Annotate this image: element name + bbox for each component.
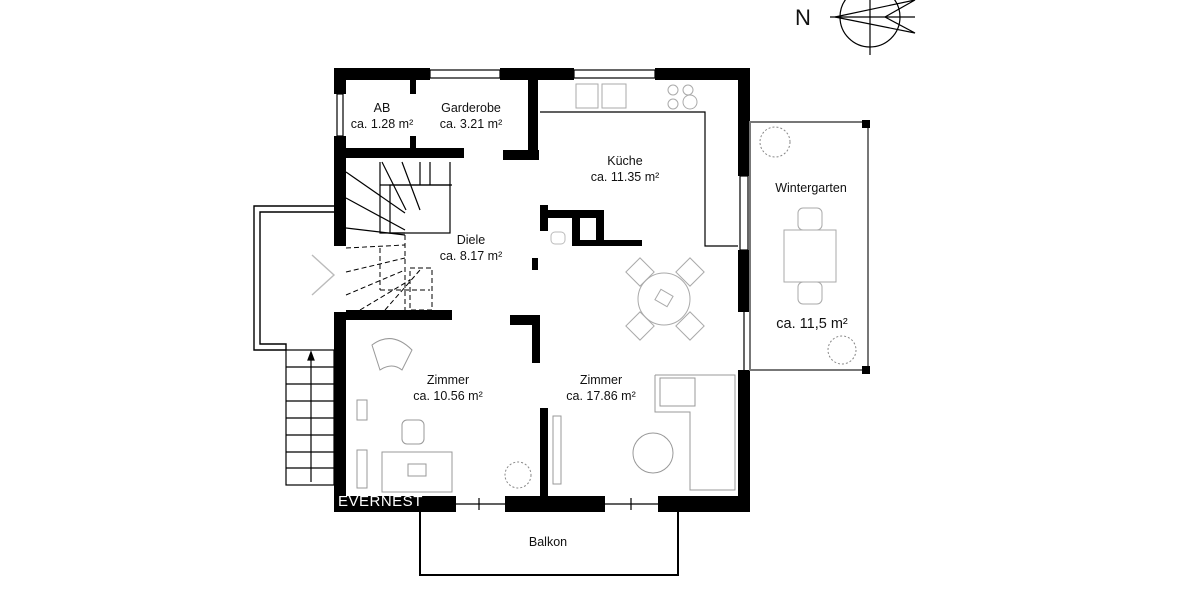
room-name: Zimmer [426, 373, 470, 387]
zimmer1-furniture [356, 338, 453, 493]
staircase [345, 161, 452, 236]
windows [336, 69, 749, 510]
room-name: AB [373, 101, 391, 115]
room-area: ca. 10.56 m² [413, 389, 483, 403]
compass-label: N [795, 5, 811, 30]
room-name: Diele [456, 233, 486, 247]
room-area: ca. 1.28 m² [350, 117, 414, 131]
wintergarten-frame-corners [862, 120, 870, 374]
wintergarten-frame [749, 121, 869, 371]
room-label-ab: AB ca. 1.28 m² [351, 100, 414, 132]
wintergarten-table [783, 207, 837, 305]
room-name: Balkon [528, 535, 568, 549]
north-arrow-icon [830, 0, 916, 55]
room-name: Küche [607, 154, 643, 168]
exterior-walls [334, 68, 750, 512]
kitchen-counter [540, 111, 738, 247]
plants [504, 126, 857, 489]
toilet [550, 231, 566, 245]
room-label-garderobe: Garderobe ca. 3.21 m² [440, 100, 503, 132]
room-label-balkon: Balkon [529, 534, 567, 550]
interior-walls [346, 80, 642, 496]
balcony-outline [419, 512, 679, 576]
sofa [552, 374, 736, 491]
room-name: Zimmer [579, 373, 623, 387]
kitchen-appliances [575, 83, 698, 110]
room-area: ca. 3.21 m² [439, 117, 503, 131]
room-area: ca. 11.35 m² [590, 170, 660, 184]
room-label-wintergarten: Wintergarten [775, 180, 847, 196]
entrance-landing [253, 205, 336, 351]
room-name: Garderobe [441, 101, 501, 115]
room-name: Wintergarten [775, 181, 847, 195]
room-label-zimmer-2: Zimmer ca. 17.86 m² [566, 372, 635, 404]
room-area-wintergarten: ca. 11,5 m² [776, 316, 848, 332]
room-area: ca. 8.17 m² [439, 249, 503, 263]
dining-table [625, 257, 705, 341]
room-label-zimmer-1: Zimmer ca. 10.56 m² [413, 372, 482, 404]
staircase-lower [345, 235, 433, 311]
watermark: EVERNEST [338, 493, 423, 510]
entrance-stairs [285, 349, 335, 486]
room-area: ca. 17.86 m² [566, 389, 636, 403]
room-label-diele: Diele ca. 8.17 m² [440, 232, 503, 264]
room-label-kueche: Küche ca. 11.35 m² [591, 153, 660, 185]
